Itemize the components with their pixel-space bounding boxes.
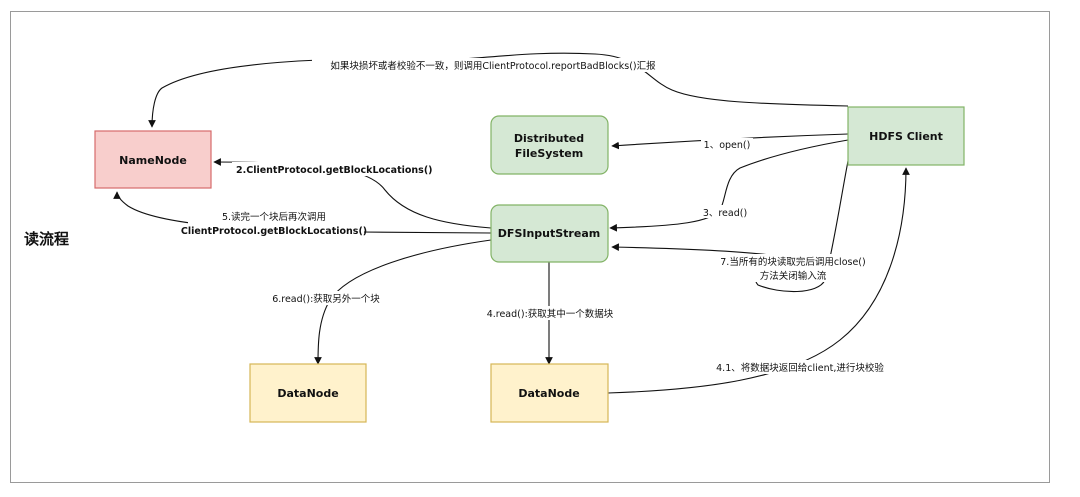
edge-return-block: [607, 167, 910, 394]
label-open: 1、open(): [704, 140, 751, 151]
distributed-filesystem-label-line1: Distributed: [514, 132, 584, 145]
datanode-left-box: DataNode: [249, 363, 367, 423]
label-get-block-locations: 2.ClientProtocol.getBlockLocations(): [236, 165, 433, 176]
datanode-center-box: DataNode: [490, 363, 609, 423]
label-return-block: 4.1、将数据块返回给client,进行块校验: [716, 362, 884, 374]
label-read: 3、read(): [703, 208, 747, 219]
dfs-input-stream-label: DFSInputStream: [498, 227, 600, 240]
edge-read: [609, 139, 849, 232]
edge-read-other-block: [314, 239, 492, 365]
distributed-filesystem-box: Distributed FileSystem: [490, 115, 609, 175]
hdfs-client-box: HDFS Client: [847, 106, 965, 166]
label-read-next-block-line1: 5.读完一个块后再次调用: [222, 211, 326, 223]
edge-report-bad-blocks: [148, 52, 849, 128]
distributed-filesystem-label-line2: FileSystem: [515, 147, 583, 160]
hdfs-client-label: HDFS Client: [869, 130, 943, 143]
label-close-line1: 7.当所有的块读取完后调用close(): [720, 256, 865, 268]
diagram-title: 读流程: [24, 230, 69, 248]
label-close-line2: 方法关闭输入流: [760, 270, 827, 282]
dfs-input-stream-box: DFSInputStream: [490, 204, 609, 263]
datanode-left-label: DataNode: [277, 387, 338, 400]
edge-close: [611, 139, 853, 293]
namenode-box: NameNode: [94, 130, 212, 189]
datanode-center-label: DataNode: [518, 387, 579, 400]
namenode-label: NameNode: [119, 154, 187, 167]
label-report-bad-blocks: 如果块损坏或者校验不一致，则调用ClientProtocol.reportBad…: [330, 60, 656, 72]
label-read-one-block: 4.read():获取其中一个数据块: [487, 308, 614, 320]
label-read-other-block: 6.read():获取另外一个块: [272, 293, 380, 305]
label-read-next-block-line2: ClientProtocol.getBlockLocations(): [181, 226, 367, 237]
